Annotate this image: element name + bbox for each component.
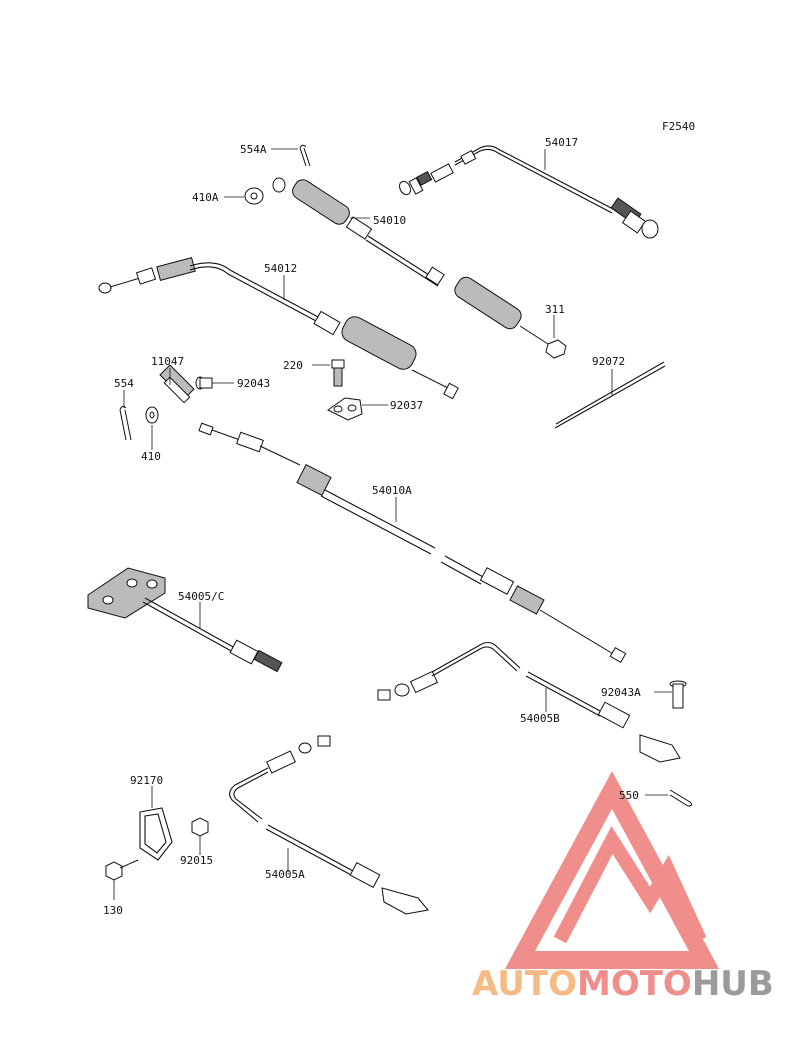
- automotohub-logo: AUTOMOTOHUB: [472, 771, 774, 1004]
- clamp-92037: [327, 397, 363, 421]
- label-54005C: 54005/C: [178, 590, 224, 603]
- rod-92072: [554, 361, 666, 429]
- label-550: 550: [619, 789, 639, 802]
- bolt-130: [105, 859, 139, 881]
- label-92072: 92072: [592, 355, 625, 368]
- label-54010: 54010: [373, 214, 406, 227]
- cable-54005B: [377, 641, 681, 763]
- cotter-pin-550: [669, 789, 693, 807]
- label-130: 130: [103, 904, 123, 917]
- bracket-11047: [159, 364, 195, 404]
- cable-54012: [98, 256, 459, 400]
- cable-54017: [398, 145, 659, 239]
- nut-311: [545, 339, 567, 359]
- svg-text:AUTOMOTOHUB: AUTOMOTOHUB: [472, 964, 774, 1004]
- band-92170: [139, 807, 173, 861]
- label-54005B: 54005B: [520, 712, 560, 725]
- label-554: 554: [114, 377, 134, 390]
- clip-554: [119, 405, 132, 441]
- logo-text-hub: HUB: [692, 964, 774, 1004]
- label-92043A: 92043A: [601, 686, 641, 699]
- label-54005A: 54005A: [265, 868, 305, 881]
- cable-54010: [272, 177, 549, 345]
- label-92015: 92015: [180, 854, 213, 867]
- label-11047: 11047: [151, 355, 184, 368]
- cable-54005C: [87, 567, 283, 673]
- logo-text-auto: AUTO: [472, 964, 577, 1004]
- label-410: 410: [141, 450, 161, 463]
- label-554A: 554A: [240, 143, 267, 156]
- cable-54005A: [229, 735, 429, 915]
- figure-code: F2540: [662, 120, 695, 133]
- label-54017: 54017: [545, 136, 578, 149]
- label-410A: 410A: [192, 191, 219, 204]
- label-92170: 92170: [130, 774, 163, 787]
- cable-54010A: [198, 422, 627, 664]
- label-92043: 92043: [237, 377, 270, 390]
- label-220: 220: [283, 359, 303, 372]
- pin-92043A: [669, 680, 687, 709]
- logo-text-moto: MOTO: [577, 964, 692, 1004]
- bolt-220: [331, 359, 345, 387]
- label-311: 311: [545, 303, 565, 316]
- label-54010A: 54010A: [372, 484, 412, 497]
- nut-92015: [191, 817, 209, 837]
- clip-554A: [299, 144, 311, 167]
- pin-92043: [195, 376, 213, 390]
- label-54012: 54012: [264, 262, 297, 275]
- label-92037: 92037: [390, 399, 423, 412]
